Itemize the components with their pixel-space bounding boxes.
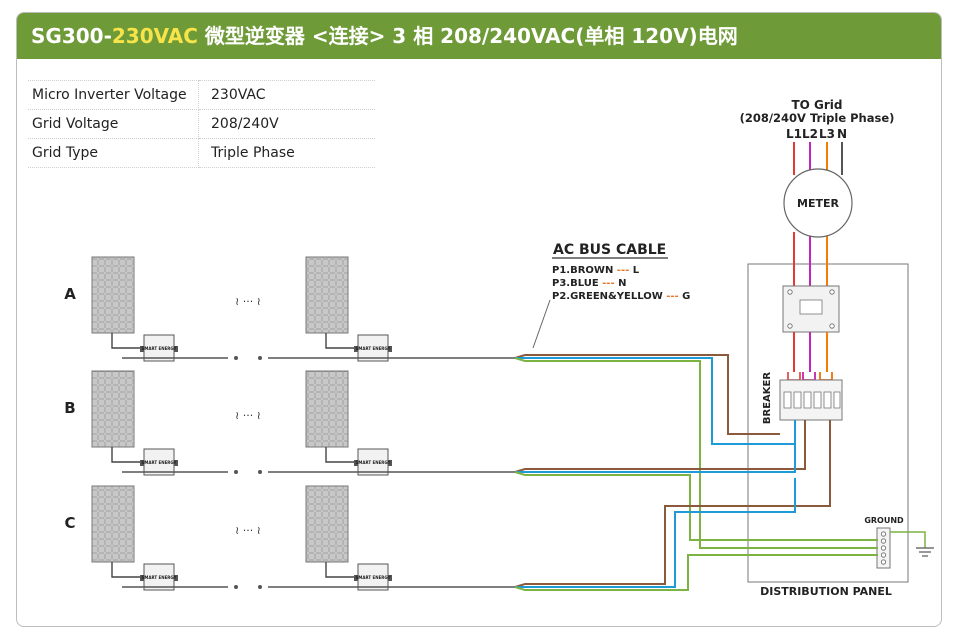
bus-wire xyxy=(514,420,806,473)
line-label-l2: L2 xyxy=(802,127,818,141)
cable-break xyxy=(258,470,262,474)
inverter-connector xyxy=(354,346,358,352)
inverter-connector xyxy=(388,460,392,466)
ground-label: GROUND xyxy=(864,516,904,525)
switch-to-breaker-wires xyxy=(793,332,828,372)
ellipsis-label: ≀ ··· ≀ xyxy=(235,409,261,422)
cable-break xyxy=(234,585,238,589)
solar-panel-icon xyxy=(91,485,135,563)
title-suffix: 微型逆变器 <连接> 3 相 208/240VAC(单相 120V)电网 xyxy=(197,24,738,48)
inverter-connector xyxy=(140,346,144,352)
solar-panel-icon xyxy=(305,256,349,334)
row-label: B xyxy=(64,399,75,417)
bus-wire xyxy=(515,478,796,588)
ellipsis-label: ≀ ··· ≀ xyxy=(235,295,261,308)
switch-terminals xyxy=(787,289,835,329)
inverter-connector xyxy=(174,575,178,581)
spec-row: Micro Inverter Voltage 230VAC xyxy=(28,80,375,110)
meter-label: METER xyxy=(797,197,839,210)
panel-label: DISTRIBUTION PANEL xyxy=(760,585,892,598)
inverter-brand: SMART ENERGY xyxy=(142,346,177,351)
line-label-n: N xyxy=(837,127,847,141)
inverter-row: A SMART ENERGY SMART ENERGY ≀ ··· ≀ xyxy=(64,256,515,362)
solar-panel-icon xyxy=(91,370,135,448)
solar-panel-icon xyxy=(305,370,349,448)
panel-lead xyxy=(111,333,148,349)
meter-icon xyxy=(783,168,853,238)
spec-label: Grid Voltage xyxy=(28,109,199,139)
spec-table: Micro Inverter Voltage 230VAC Grid Volta… xyxy=(28,80,375,168)
bus-line-brown: P1.BROWN --- L xyxy=(552,265,640,276)
inverter-connector xyxy=(140,575,144,581)
inverter-brand: SMART ENERGY xyxy=(356,575,391,580)
inverter-row: C SMART ENERGY SMART ENERGY ≀ ··· ≀ xyxy=(64,485,515,591)
spec-value: Triple Phase xyxy=(198,138,375,168)
solar-panel-icon xyxy=(305,485,349,563)
earth-icon xyxy=(916,547,934,557)
spec-label: Grid Type xyxy=(28,138,199,168)
bus-wire xyxy=(514,420,831,588)
breaker-label: BREAKER xyxy=(762,372,773,424)
inverter-row: B SMART ENERGY SMART ENERGY ≀ ··· ≀ xyxy=(64,370,515,476)
bus-wire xyxy=(514,354,780,435)
inverter-connector xyxy=(174,346,178,352)
title-prefix: SG300- xyxy=(31,24,112,48)
inverter-brand: SMART ENERGY xyxy=(356,460,391,465)
panel-lead xyxy=(111,562,148,578)
cable-break xyxy=(258,585,262,589)
inverter-rows: A SMART ENERGY SMART ENERGY ≀ ··· ≀ B SMART E… xyxy=(64,256,515,591)
title-highlight: 230VAC xyxy=(111,24,198,48)
panel-lead xyxy=(111,447,148,463)
spec-value: 230VAC xyxy=(198,80,375,110)
solar-panel-icon xyxy=(91,256,135,334)
micro-inverter-icon xyxy=(143,563,175,591)
inverter-brand: SMART ENERGY xyxy=(142,460,177,465)
switch-window xyxy=(799,299,823,315)
bus-wire xyxy=(515,357,796,445)
inverter-connector xyxy=(388,575,392,581)
cable-break xyxy=(258,356,262,360)
breaker-bank xyxy=(779,372,843,421)
grid-note: (208/240V Triple Phase) xyxy=(740,111,895,125)
bus-line-green: P2.GREEN&YELLOW --- G xyxy=(552,291,690,302)
inverter-connector xyxy=(388,346,392,352)
micro-inverter-icon xyxy=(143,448,175,476)
bus-wires xyxy=(514,354,878,591)
cable-break xyxy=(234,470,238,474)
bus-wire xyxy=(515,444,796,473)
bus-line-blue: P3.BLUE --- N xyxy=(552,278,626,289)
row-label: C xyxy=(64,514,75,532)
inverter-brand: SMART ENERGY xyxy=(142,575,177,580)
cable-break xyxy=(234,356,238,360)
bus-wire xyxy=(514,554,878,591)
panel-lead xyxy=(325,447,362,463)
bus-pointer-line xyxy=(532,299,551,349)
inverter-connector xyxy=(174,460,178,466)
bus-wire xyxy=(514,471,878,541)
to-grid-label: TO Grid xyxy=(791,98,842,112)
ground-wire xyxy=(890,531,926,548)
page-title: SG300-230VAC 微型逆变器 <连接> 3 相 208/240VAC(单… xyxy=(17,13,941,59)
spec-label: Micro Inverter Voltage xyxy=(28,80,199,110)
inverter-connector xyxy=(354,575,358,581)
ac-bus-title: AC BUS CABLE xyxy=(553,242,666,258)
micro-inverter-icon xyxy=(357,334,389,362)
inverter-connector xyxy=(354,460,358,466)
inverter-brand: SMART ENERGY xyxy=(356,346,391,351)
line-label-l3: L3 xyxy=(819,127,835,141)
line-label-l1: L1 xyxy=(786,127,802,141)
spec-row: Grid Type Triple Phase xyxy=(28,138,375,168)
ellipsis-label: ≀ ··· ≀ xyxy=(235,524,261,537)
inverter-connector xyxy=(140,460,144,466)
row-label: A xyxy=(64,285,76,303)
panel-lead xyxy=(325,333,362,349)
micro-inverter-icon xyxy=(357,563,389,591)
bus-wire xyxy=(514,357,878,549)
panel-lead xyxy=(325,562,362,578)
